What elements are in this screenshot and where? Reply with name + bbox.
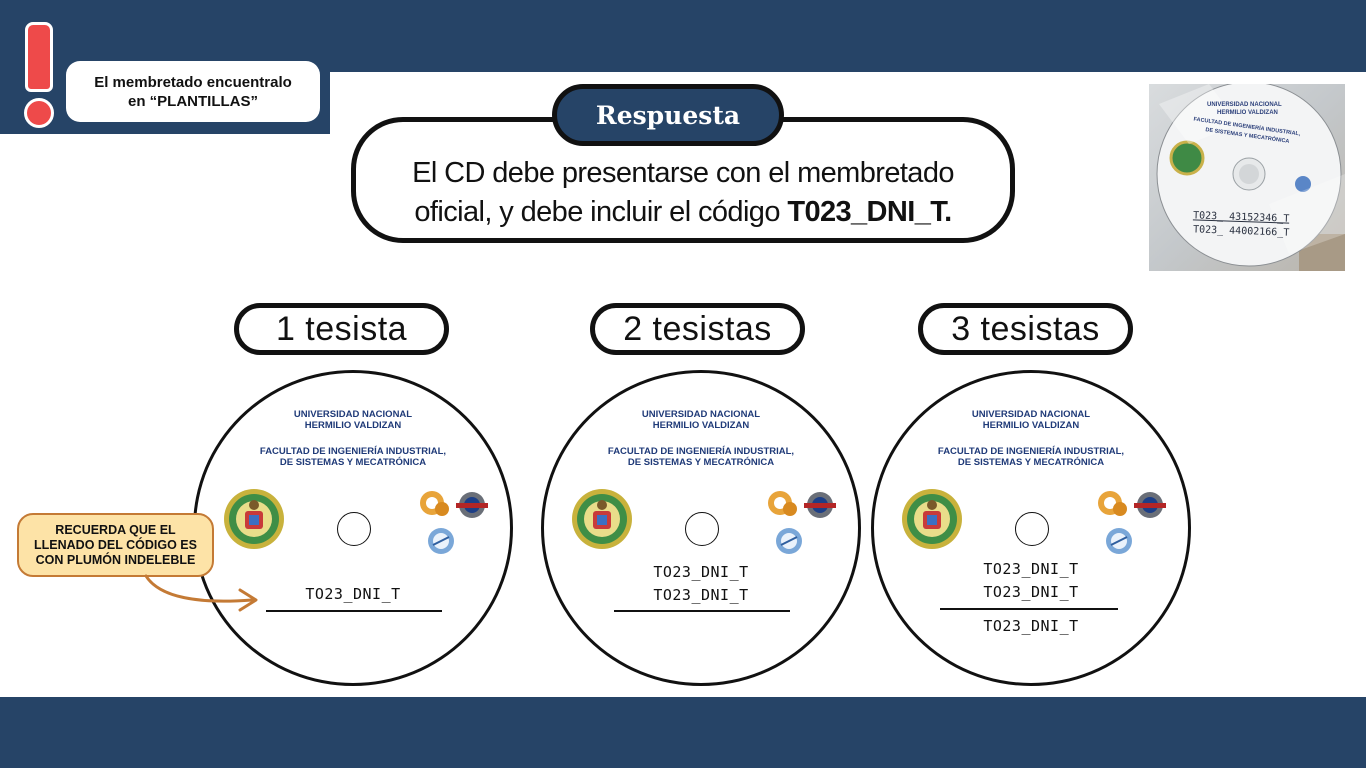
photo-uni-2: HERMILIO VALDIZAN [1217,110,1278,116]
disc-code-2: TO23_DNI_T [983,583,1079,601]
code-underline [940,608,1118,610]
faculty-logos-icon [768,491,836,554]
notice-line-1: El membretado encuentralo [94,73,292,91]
disc-faculty-name: FACULTAD DE INGENIERÍA INDUSTRIAL,DE SIS… [607,446,795,468]
code-underline [614,610,790,612]
disc-faculty-name: FACULTAD DE INGENIERÍA INDUSTRIAL,DE SIS… [259,446,447,468]
disc-code-2: TO23_DNI_T [653,586,749,604]
bottom-banner [0,697,1366,768]
faculty-logos-icon [420,491,488,554]
answer-code: T023_DNI_T. [787,196,952,228]
photo-uni-1: UNIVERSIDAD NACIONAL [1207,102,1282,108]
answer-line-2: oficial, y debe incluir el código T023_D… [356,193,1010,232]
disc-center-hole [337,512,371,546]
respuesta-badge: Respuesta [552,84,784,146]
answer-line-2-prefix: oficial, y debe incluir el código [414,196,788,228]
answer-box: El CD debe presentarse con el membretado… [351,117,1015,243]
callout-line-1: RECUERDA QUE EL [55,522,176,537]
university-crest-icon [572,489,632,549]
exclamation-icon [25,22,53,92]
disc-code-1: TO23_DNI_T [305,585,401,603]
indelible-marker-callout: RECUERDA QUE EL LLENADO DEL CÓDIGO ES CO… [17,513,214,577]
faculty-logos-icon [1098,491,1166,554]
disc-center-hole [685,512,719,546]
answer-text: El CD debe presentarse con el membretado… [356,154,1010,232]
notice-line-2: en “PLANTILLAS” [128,92,258,110]
disc-code-3: TO23_DNI_T [983,617,1079,635]
label-1-tesista: 1 tesista [234,303,449,355]
label-2-tesistas: 2 tesistas [590,303,805,355]
callout-line-2: LLENADO DEL CÓDIGO ES [34,537,197,552]
label-3-tesistas: 3 tesistas [918,303,1133,355]
exclamation-dot-icon [24,98,54,128]
callout-line-3: CON PLUMÓN INDELEBLE [35,552,196,567]
code-underline [266,610,442,612]
university-crest-icon [902,489,962,549]
cd-photo: UNIVERSIDAD NACIONAL HERMILIO VALDIZAN F… [1149,84,1345,271]
disc-code-1: TO23_DNI_T [983,560,1079,578]
cd-photo-image [1149,84,1345,271]
answer-line-1: El CD debe presentarse con el membretado [412,157,954,189]
disc-center-hole [1015,512,1049,546]
disc-code-1: TO23_DNI_T [653,563,749,581]
disc-faculty-name: FACULTAD DE INGENIERÍA INDUSTRIAL,DE SIS… [937,446,1125,468]
top-banner [0,0,1366,72]
university-crest-icon [224,489,284,549]
callout-arrow-icon [144,574,258,612]
plantillas-notice: El membretado encuentralo en “PLANTILLAS… [66,61,320,122]
